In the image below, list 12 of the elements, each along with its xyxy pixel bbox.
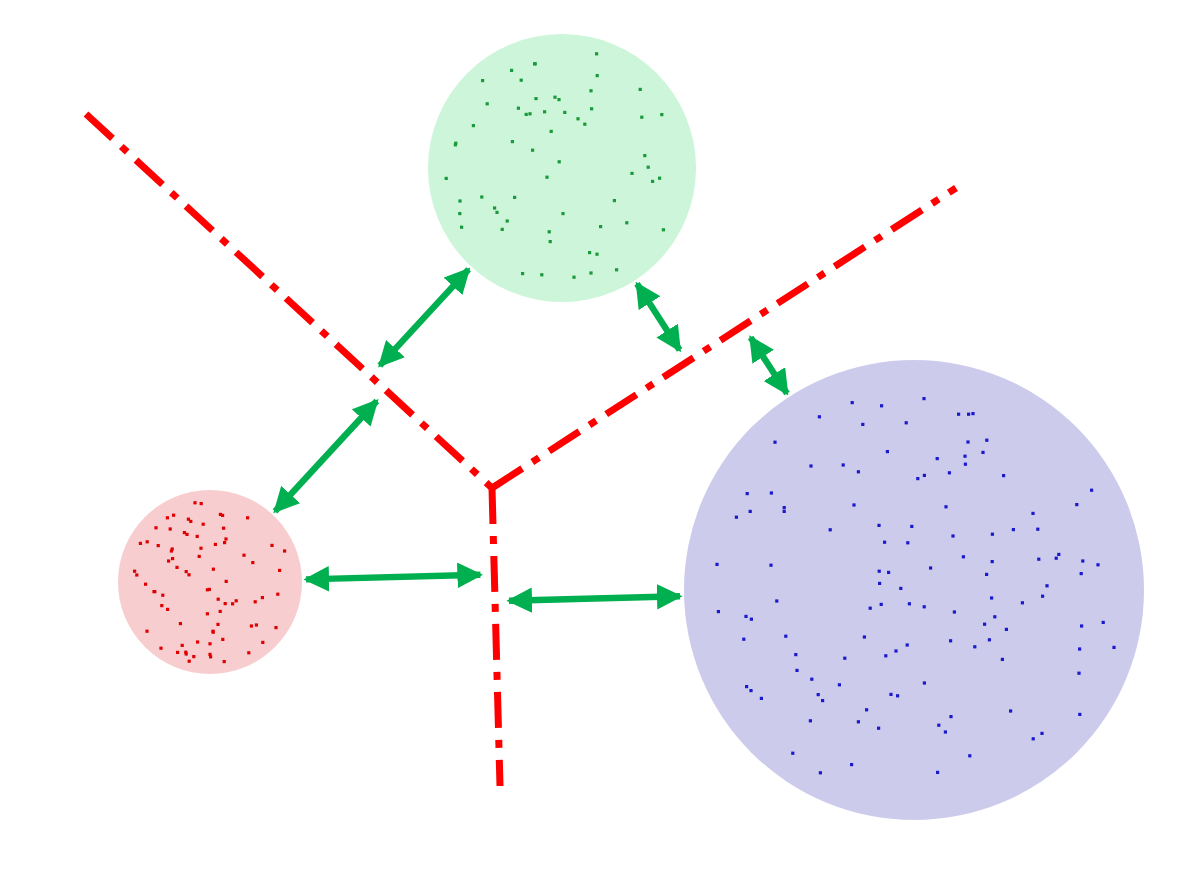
double-arrow: [377, 267, 471, 368]
double-arrow: [634, 281, 683, 353]
double-arrow: [303, 562, 483, 592]
particle-circle: [684, 360, 1144, 820]
particle-circle: [118, 490, 302, 674]
double-arrow: [747, 335, 790, 396]
double-arrow: [272, 398, 380, 514]
boundary-line: [83, 111, 495, 491]
particle-circle: [428, 34, 696, 302]
boundary-line: [490, 185, 958, 491]
boundary-line: [488, 487, 504, 787]
double-arrow: [506, 584, 683, 613]
